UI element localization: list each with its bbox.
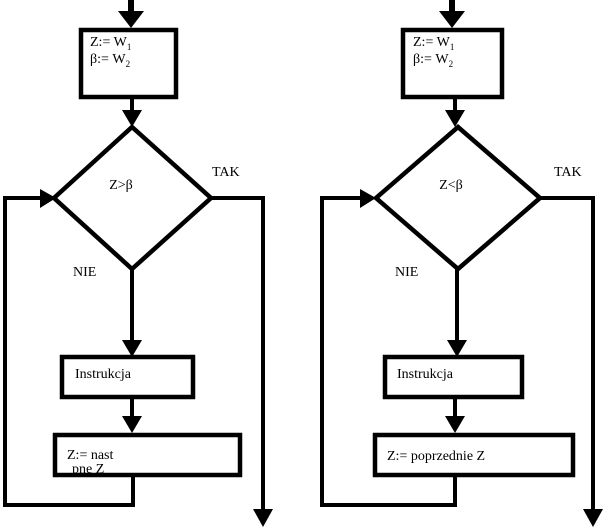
- loop-line: [3, 196, 135, 507]
- init-box-line1: Z:= W1: [90, 35, 131, 52]
- decision-label: Z>β: [109, 178, 133, 193]
- update-box-line1: Z:= poprzednie Z: [387, 449, 485, 464]
- decision-label: Z<β: [439, 178, 463, 193]
- loop-arrowhead-icon: [360, 189, 376, 208]
- entry-arrowhead-icon: [439, 11, 465, 28]
- connector-arrowhead-icon: [445, 416, 465, 433]
- connector-arrowhead-icon: [122, 416, 142, 433]
- yes-branch-line: [211, 196, 265, 511]
- connector-arrowhead-icon: [122, 110, 142, 127]
- no-branch-arrowhead-icon: [447, 340, 467, 357]
- update-box: [52, 432, 243, 478]
- instruction-label: Instrukcja: [397, 367, 454, 382]
- entry-arrowhead-icon: [118, 11, 144, 28]
- instruction-label: Instrukcja: [75, 367, 132, 382]
- yes-branch-line: [540, 196, 595, 511]
- decision-diamond: [372, 124, 544, 272]
- yes-branch-label: TAK: [554, 165, 582, 180]
- init-box-line2: β:= W2: [413, 52, 453, 69]
- instruction-box: [59, 354, 196, 400]
- init-box-line2: β:= W2: [90, 52, 130, 69]
- flowchart-right: Z:= W1 β:= W2 Z<β TAK NIE Instrukcja Z:=…: [320, 0, 603, 527]
- init-box-line1: Z:= W1: [413, 35, 454, 52]
- yes-branch-label: TAK: [212, 165, 240, 180]
- update-box-line1: Z:= nast: [67, 448, 113, 463]
- yes-exit-arrowhead-icon: [253, 509, 273, 527]
- loop-line: [320, 196, 457, 507]
- init-box: [400, 27, 505, 100]
- no-branch-label: NIE: [395, 265, 418, 280]
- update-box-line2: pne Z: [72, 462, 104, 477]
- flowchart-left: Z:= W1 β:= W2 Z>β TAK NIE Instrukcja Z:=…: [3, 0, 273, 527]
- connector-arrowhead-icon: [445, 110, 465, 127]
- loop-arrowhead-icon: [40, 189, 56, 208]
- no-branch-label: NIE: [73, 265, 96, 280]
- decision-diamond: [50, 123, 215, 273]
- init-box: [78, 27, 179, 100]
- update-box: [372, 432, 576, 478]
- yes-exit-arrowhead-icon: [583, 509, 603, 527]
- no-branch-arrowhead-icon: [122, 340, 142, 357]
